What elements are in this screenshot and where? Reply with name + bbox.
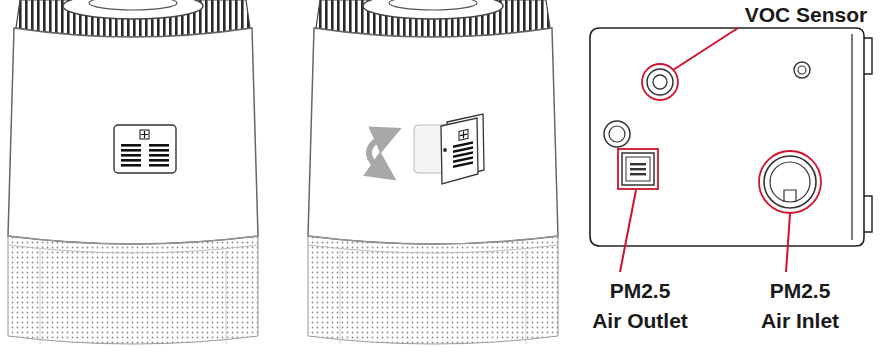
part-label: PM2.5Air Outlet [592, 276, 688, 337]
label-text: PM2.5Air Outlet [592, 276, 688, 337]
label-text: PM2.5Air Inlet [761, 276, 839, 337]
part-label: PM2.5Air Inlet [761, 276, 839, 337]
part-label: VOC Sensor [745, 0, 868, 30]
label-text: VOC Sensor [745, 0, 868, 30]
